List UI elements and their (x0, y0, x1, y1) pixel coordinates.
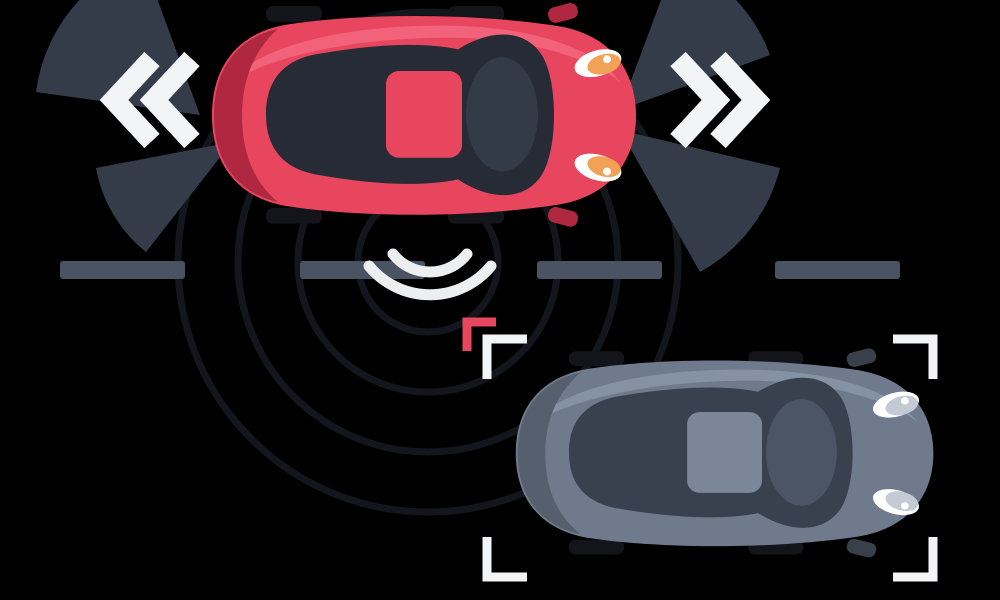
detection-frame-corner-bottom-right (893, 537, 938, 582)
chevron-right-icon (670, 51, 771, 149)
gray-car-headlight (872, 489, 919, 516)
corner-accent-red (462, 317, 496, 351)
red-car-windshield (466, 57, 538, 172)
sensor-fan-bottom-left (96, 142, 232, 252)
headlight-inner (885, 491, 919, 512)
red-car-tire (266, 6, 322, 22)
red-car (212, 3, 636, 227)
headlight-dot (603, 55, 611, 64)
gray-car-windshield (765, 399, 837, 506)
chevron-right-stroke (710, 51, 771, 149)
gray-car-tire (568, 539, 625, 555)
detection-frame-corner-top-right (893, 334, 938, 379)
lane-marking (60, 261, 900, 279)
headlight-amber (587, 53, 621, 75)
headlight-dot (603, 167, 611, 176)
gray-car (515, 348, 934, 558)
sonar-wave-outer (363, 260, 497, 301)
gray-car-rear-shadow (517, 372, 581, 535)
chevron-left-stroke (139, 51, 200, 149)
detection-frame-corner-bottom-left (482, 537, 527, 582)
lane-dash (60, 261, 185, 279)
red-car-mirror (548, 3, 578, 23)
headlight-amber (587, 156, 621, 178)
sonar-waves (363, 248, 497, 301)
lane-dash (537, 261, 662, 279)
red-car-headlight (574, 49, 622, 78)
red-car-mirror (548, 206, 578, 227)
red-car-rear-shadow (214, 28, 278, 203)
red-car-tire (266, 207, 322, 224)
lane-dash (300, 261, 425, 279)
detection-frame-corner-top-left (482, 334, 527, 379)
gray-car-mirror (846, 538, 877, 558)
gray-car-tire (568, 351, 625, 366)
gray-car-headlight (872, 391, 919, 418)
sensor-fan-bottom-right (620, 130, 780, 272)
red-car-roof-panel (386, 71, 462, 158)
sensor-fan-top-right (620, 0, 770, 110)
gray-car-mirror (846, 348, 877, 367)
red-car-headlight (574, 153, 622, 182)
gray-car-roof-panel (687, 411, 763, 493)
detection-frame (482, 334, 938, 582)
sonar-wave-inner (387, 248, 473, 278)
chevron-left-stroke (99, 51, 160, 149)
headlight-dot (900, 502, 909, 510)
headlight-inner (885, 395, 919, 416)
headlight-dot (900, 397, 909, 405)
sensor-fans (36, 0, 780, 272)
chevron-right-stroke (670, 51, 731, 149)
lane-dash (775, 261, 900, 279)
chevron-left-icon (99, 51, 200, 149)
